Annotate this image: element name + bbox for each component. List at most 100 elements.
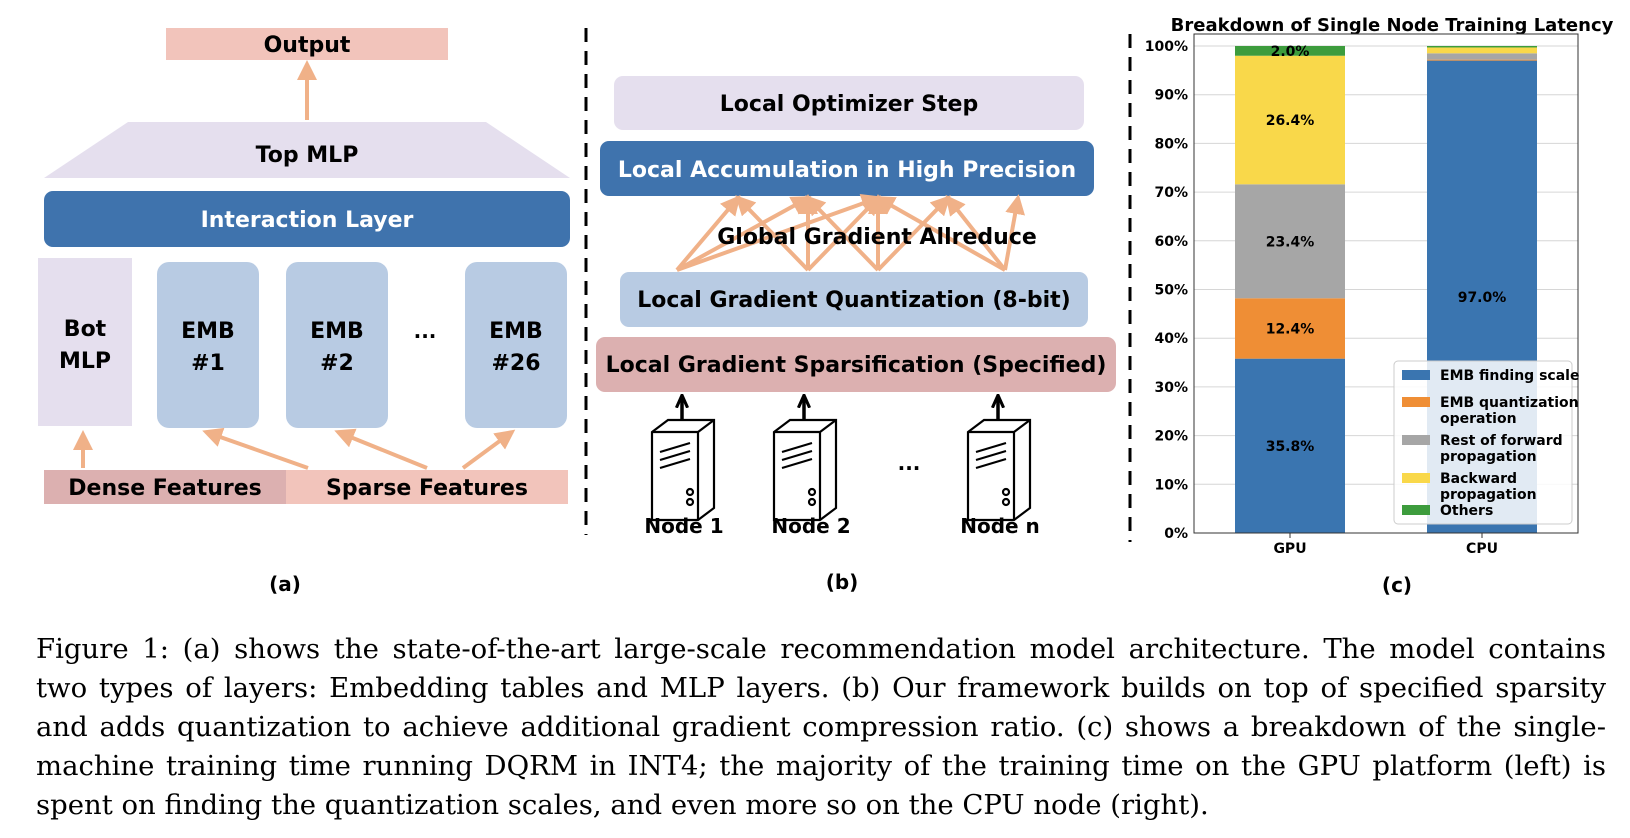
figure-caption: Figure 1: (a) shows the state-of-the-art… [36,630,1606,825]
emb-table-1-name: EMB [181,319,235,344]
y-tick-label: 100% [1145,39,1188,55]
node-n-label: Node n [960,514,1040,538]
panel-c-label: (c) [1382,573,1412,597]
legend-entry: EMB finding scale [1440,368,1579,384]
chart-title: Breakdown of Single Node Training Latenc… [1171,15,1614,36]
quantization-label: Local Gradient Quantization (8-bit) [637,288,1070,313]
bar-value-label: 23.4% [1266,234,1315,250]
panel-b-label: (b) [826,570,859,594]
sparsification-box [596,337,1116,392]
top-mlp-label: Top MLP [256,143,359,168]
dense-features-label: Dense Features [68,476,261,501]
caption-text: Figure 1: (a) shows the state-of-the-art… [36,633,1606,821]
emb-ellipsis: ... [414,319,437,343]
legend-box [1393,360,1573,525]
y-tick-label: 20% [1154,429,1188,445]
server-icon [966,418,1032,522]
node-1: Node 1 [644,398,724,538]
x-tick-label: CPU [1466,541,1498,557]
accumulation-box [600,141,1094,196]
dense-features-box [44,470,286,504]
chart-x-ticks: GPU CPU [1273,533,1498,557]
chart-plot-frame [1193,33,1579,534]
bot-mlp-label-line2: MLP [59,349,111,374]
sparse-features-label: Sparse Features [326,476,528,501]
panel-a: Output Top MLP Interaction Layer Bot MLP… [38,28,570,596]
y-tick-label: 50% [1154,283,1188,299]
bar-segment [1235,298,1345,359]
y-tick-label: 70% [1154,185,1188,201]
bar-segment [1427,46,1537,48]
output-label: Output [264,33,351,58]
emb-table-2: EMB #2 [286,262,388,428]
bar-segment [1235,55,1345,185]
node-2: Node 2 [771,398,851,538]
legend-swatch [1402,505,1430,515]
bar-value-label: 12.4% [1266,321,1315,337]
emb-table-26-name: EMB [489,319,543,344]
server-icon [772,418,838,522]
figure: Output Top MLP Interaction Layer Bot MLP… [38,15,1614,597]
legend-swatch [1402,397,1430,407]
emb-table-26: EMB #26 [465,262,567,428]
chart-bars: 35.8% 12.4% 23.4% 26.4% 2.0% 97.0% [1235,44,1537,534]
node-1-label: Node 1 [644,514,723,538]
emb-table-2-name: EMB [310,319,364,344]
accumulation-label: Local Accumulation in High Precision [618,158,1076,183]
allreduce-label: Global Gradient Allreduce [717,225,1037,250]
bot-mlp-box [38,258,132,426]
legend-swatch [1402,473,1430,483]
bar-value-label: 97.0% [1458,290,1507,306]
top-mlp-trapezoid [44,122,570,178]
y-tick-label: 0% [1164,526,1188,542]
sparse-to-emb26-arrow [461,429,516,470]
optimizer-step-box [614,76,1084,130]
sparsification-label: Local Gradient Sparsification (Specified… [606,353,1107,378]
emb-table-1-id: #1 [191,351,225,376]
legend-entry: Others [1440,503,1493,519]
y-tick-label: 80% [1154,136,1188,152]
bot-mlp-label-line1: Bot [64,317,107,342]
panel-a-label: (a) [269,572,301,596]
bar-segment [1427,47,1537,54]
x-tick-label: GPU [1273,541,1306,557]
interaction-layer-box [44,191,570,247]
legend-swatch [1402,370,1430,380]
legend-swatch [1402,435,1430,445]
y-tick-label: 60% [1154,234,1188,250]
bar-segment [1427,59,1537,61]
emb-table-2-id: #2 [320,351,354,376]
emb-table-26-id: #26 [491,351,540,376]
sparse-to-emb1-arrow [202,427,309,470]
bar-segment [1235,184,1345,299]
node-n: Node n [960,398,1040,538]
bar-segment [1235,46,1345,56]
y-tick-label: 30% [1154,380,1188,396]
node-ellipsis: ... [898,451,921,475]
optimizer-step-label: Local Optimizer Step [720,92,978,117]
quantization-box [620,272,1088,327]
bar-value-label: 26.4% [1266,113,1315,129]
panel-b: Local Optimizer Step Local Accumulation … [596,76,1116,594]
bar-value-label: 2.0% [1271,44,1310,60]
sparse-features-box [286,470,568,504]
interaction-layer-label: Interaction Layer [201,208,414,233]
latency-breakdown-chart: Breakdown of Single Node Training Latenc… [1145,15,1614,597]
node-2-label: Node 2 [771,514,850,538]
server-icon [650,418,716,522]
bar-segment [1235,358,1345,533]
bar-segment [1427,53,1537,60]
allreduce-arrows [675,193,1025,272]
sparse-to-emb2-arrow [334,428,428,470]
emb-table-1: EMB #1 [157,262,259,428]
y-tick-label: 40% [1154,331,1188,347]
chart-y-ticks: 0% 10% 20% 30% 40% 50% 60% 70% 80% 90% 100% [1145,39,1188,542]
bar-value-label: 35.8% [1266,439,1315,455]
y-tick-label: 10% [1154,477,1188,493]
output-box [166,28,448,60]
y-tick-label: 90% [1154,88,1188,104]
